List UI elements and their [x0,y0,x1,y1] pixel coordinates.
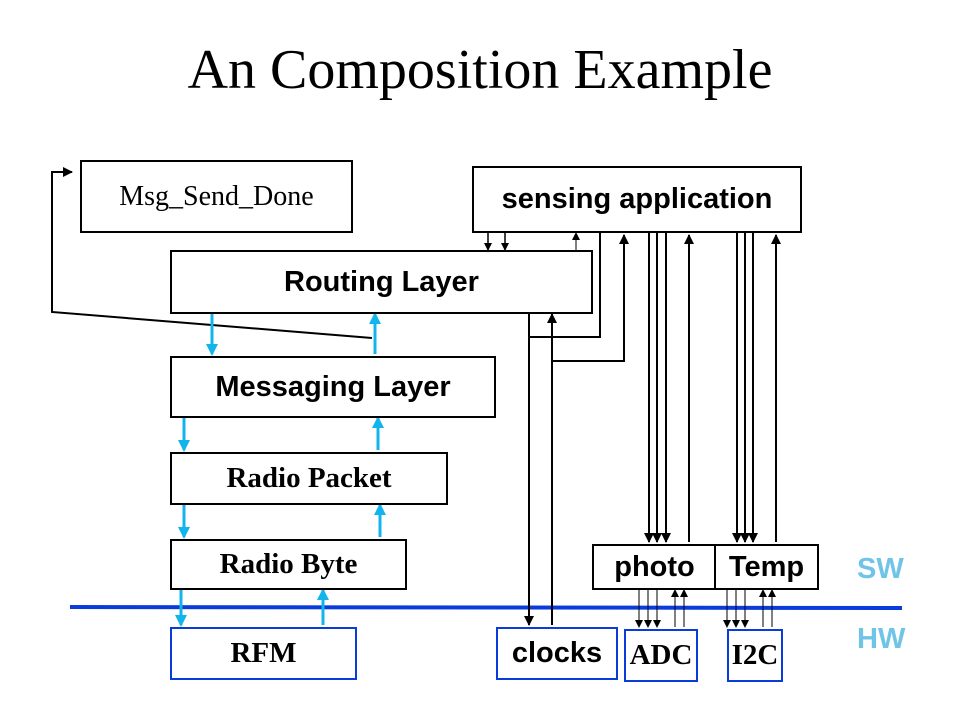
photo-box: photo [592,544,717,590]
temp-box: Temp [714,544,819,590]
i2c-box: I2C [727,629,783,682]
software-layer-label: SW [857,553,904,585]
sensing-application-box: sensing application [472,166,802,233]
messaging-layer-box: Messaging Layer [170,356,496,418]
hardware-layer-label: HW [857,623,906,655]
radio-packet-box: Radio Packet [170,452,448,505]
clocks-box: clocks [496,627,618,680]
radio-byte-box: Radio Byte [170,539,407,590]
sw-hw-boundary [69,605,903,610]
routing-layer-box: Routing Layer [170,250,593,314]
msg-send-done-box: Msg_Send_Done [80,160,353,233]
adc-box: ADC [624,629,698,682]
rfm-box: RFM [170,627,357,680]
page-title: An Composition Example [187,39,773,101]
